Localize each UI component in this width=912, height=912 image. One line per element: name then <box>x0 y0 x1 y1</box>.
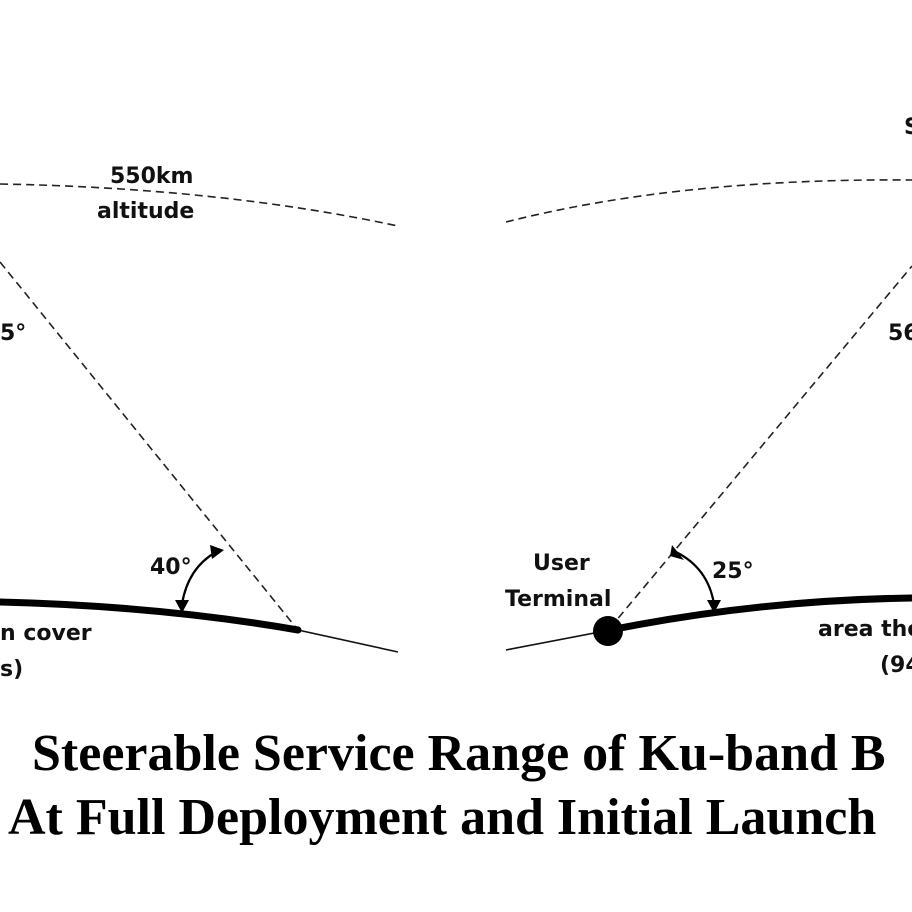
left-cover-label-line2: s) <box>0 657 23 682</box>
right-earth-surface <box>505 629 611 651</box>
right-angle-arrowhead-bottom <box>707 600 721 613</box>
right-elevation-label: 25° <box>712 559 754 584</box>
user-terminal-dot <box>593 616 623 646</box>
altitude-value-label: 550km <box>110 164 193 189</box>
left-earth-surface <box>297 629 399 653</box>
left-angle-arrowhead-top <box>210 545 224 559</box>
left-angle-arc <box>180 551 217 605</box>
title-line-1: Steerable Service Range of Ku-band B <box>32 725 886 782</box>
right-slant-line <box>609 265 912 629</box>
right-coverage-arc <box>606 594 912 634</box>
altitude-word-label: altitude <box>97 199 194 224</box>
right-angle-arrowhead-top <box>670 545 684 560</box>
right-corner-letter: S <box>904 115 912 140</box>
user-terminal-label-line2: Terminal <box>505 587 611 612</box>
left-cover-label-line1: n cover <box>0 621 92 646</box>
left-altitude-arc <box>0 183 399 227</box>
user-terminal-label-line1: User <box>533 551 590 576</box>
right-angle-arc <box>675 551 716 605</box>
left-upper-angle-label: 5° <box>0 321 26 346</box>
right-altitude-arc <box>505 179 912 223</box>
right-area-label-line1: area the <box>818 617 912 642</box>
right-area-label-line2: (94 <box>880 653 912 678</box>
left-slant-line <box>0 261 299 631</box>
left-angle-arrowhead-bottom <box>175 600 189 613</box>
left-elevation-label: 40° <box>150 555 192 580</box>
title-line-2: At Full Deployment and Initial Launch <box>8 789 876 846</box>
left-coverage-arc <box>0 598 302 634</box>
right-upper-angle-label: 56 <box>888 321 912 346</box>
